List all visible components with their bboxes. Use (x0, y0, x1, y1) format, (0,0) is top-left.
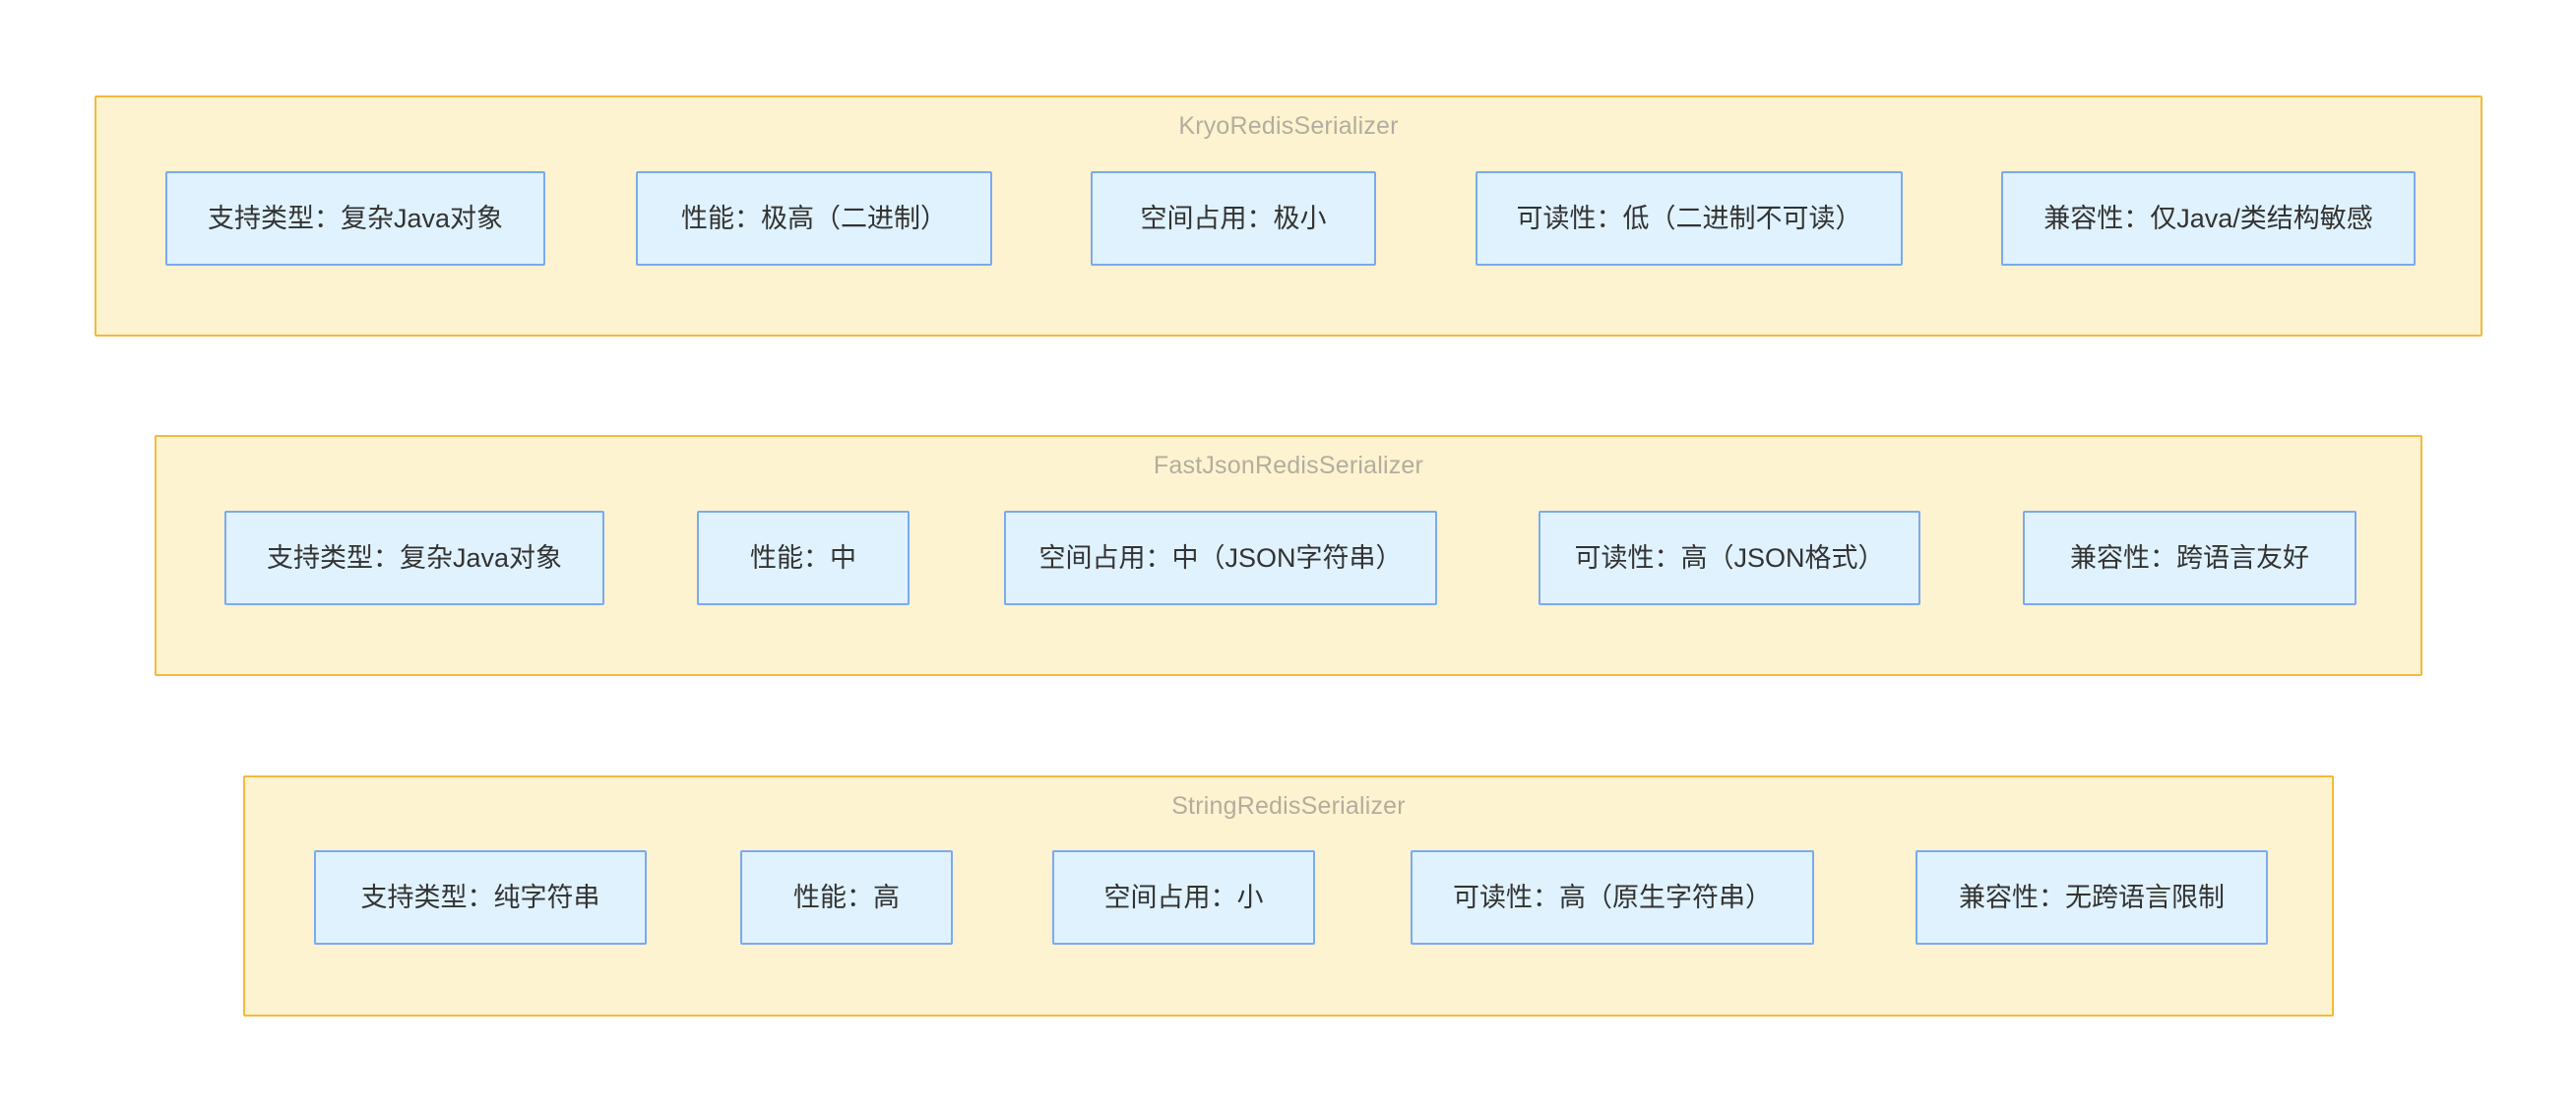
group-title-string: StringRedisSerializer (1171, 792, 1406, 820)
node-kryo-performance[interactable]: 性能：极高（二进制） (636, 171, 992, 266)
node-string-space-usage[interactable]: 空间占用：小 (1052, 850, 1315, 945)
node-string-supported-types[interactable]: 支持类型：纯字符串 (314, 850, 647, 945)
node-kryo-readability[interactable]: 可读性：低（二进制不可读） (1476, 171, 1903, 266)
group-title-kryo: KryoRedisSerializer (1178, 112, 1399, 140)
node-fastjson-supported-types[interactable]: 支持类型：复杂Java对象 (224, 511, 604, 605)
node-kryo-supported-types[interactable]: 支持类型：复杂Java对象 (165, 171, 545, 266)
node-fastjson-compatibility[interactable]: 兼容性：跨语言友好 (2023, 511, 2356, 605)
node-kryo-space-usage[interactable]: 空间占用：极小 (1091, 171, 1376, 266)
group-kryo-redis-serializer[interactable]: KryoRedisSerializer 支持类型：复杂Java对象 性能：极高（… (94, 95, 2482, 337)
node-fastjson-space-usage[interactable]: 空间占用：中（JSON字符串） (1004, 511, 1437, 605)
node-fastjson-readability[interactable]: 可读性：高（JSON格式） (1539, 511, 1920, 605)
node-fastjson-performance[interactable]: 性能：中 (697, 511, 910, 605)
group-title-fastjson: FastJsonRedisSerializer (1153, 452, 1424, 479)
group-fastjson-redis-serializer[interactable]: FastJsonRedisSerializer 支持类型：复杂Java对象 性能… (155, 435, 2422, 676)
node-string-readability[interactable]: 可读性：高（原生字符串） (1411, 850, 1814, 945)
group-string-redis-serializer[interactable]: StringRedisSerializer 支持类型：纯字符串 性能：高 空间占… (243, 775, 2334, 1017)
node-string-compatibility[interactable]: 兼容性：无跨语言限制 (1916, 850, 2268, 945)
node-kryo-compatibility[interactable]: 兼容性：仅Java/类结构敏感 (2001, 171, 2416, 266)
node-string-performance[interactable]: 性能：高 (740, 850, 953, 945)
